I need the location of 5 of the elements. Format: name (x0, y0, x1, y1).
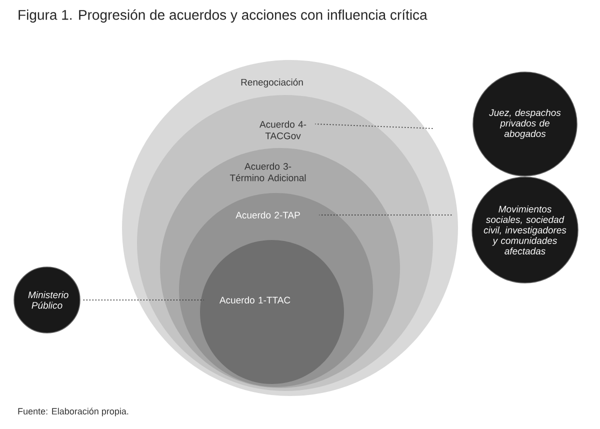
circle-band: Acuerdo 1-TTAC (200, 240, 344, 384)
figure-title: Figura 1. Progresión de acuerdos y acciones con influencia crítica (18, 9, 428, 23)
source-note: Fuente: Elaboración propia. (18, 408, 128, 416)
leader-line (318, 214, 452, 216)
leader-line (314, 124, 434, 129)
